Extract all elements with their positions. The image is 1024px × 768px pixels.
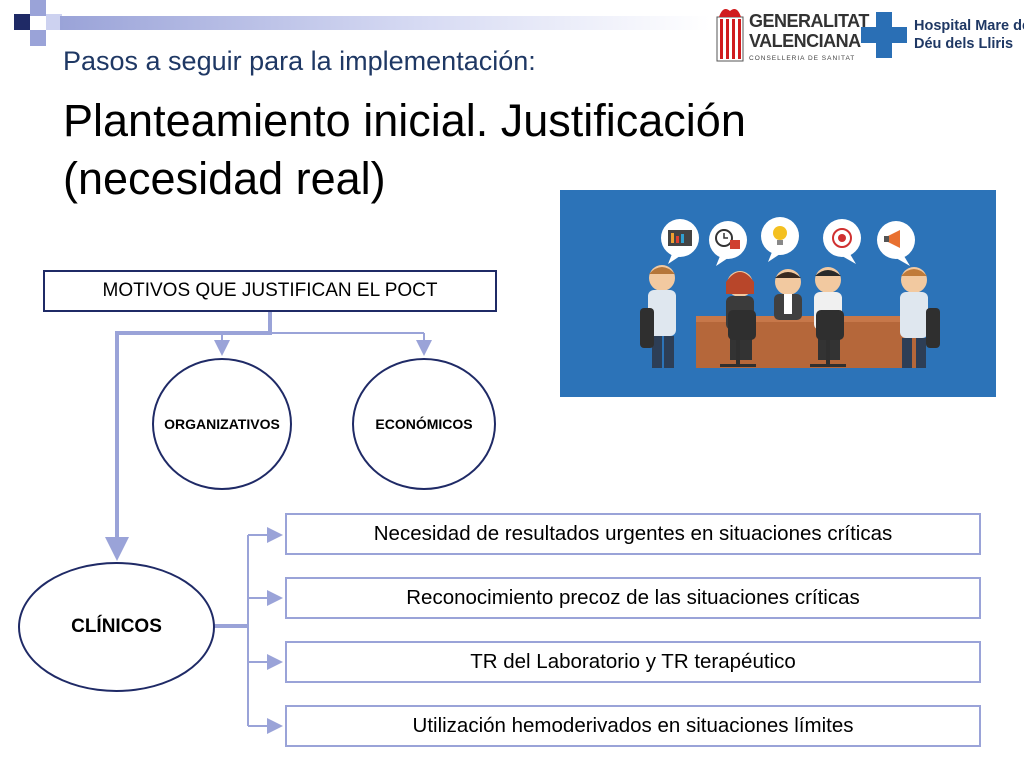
decor-square — [14, 14, 30, 30]
hospital-logo: Hospital Mare de Déu dels Lliris — [861, 10, 1024, 60]
hospital-name: Hospital Mare de Déu dels Lliris — [914, 17, 1024, 53]
generalitat-line1: GENERALITAT — [749, 11, 869, 31]
reason-box: Necesidad de resultados urgentes en situ… — [285, 513, 981, 555]
slide-subtitle: Pasos a seguir para la implementación: — [63, 46, 536, 76]
medical-cross-icon — [861, 12, 907, 58]
hospital-line2: Déu dels Lliris — [914, 36, 1014, 52]
person-figure — [900, 267, 928, 368]
hospital-line1: Hospital Mare de — [914, 18, 1024, 34]
decor-square — [30, 30, 46, 46]
decor-gradient-bar — [60, 16, 710, 30]
lightbulb-bubble-icon — [761, 217, 799, 262]
organizativos-node: ORGANIZATIVOS — [152, 358, 292, 490]
megaphone-bubble-icon — [877, 221, 915, 266]
generalitat-valenciana-logo: GENERALITAT VALENCIANA CONSELLERIA DE SA… — [715, 5, 869, 71]
person-figure — [648, 265, 676, 368]
conselleria-text: CONSELLERIA DE SANITAT — [749, 55, 856, 62]
bat-crest-icon — [716, 9, 744, 62]
decor-square — [30, 0, 46, 16]
economicos-node: ECONÓMICOS — [352, 358, 496, 490]
person-figure — [774, 269, 802, 320]
reason-box: Utilización hemoderivados en situaciones… — [285, 705, 981, 747]
generalitat-wordmark: GENERALITAT VALENCIANA — [749, 11, 869, 51]
target-bubble-icon — [823, 219, 861, 264]
decorative-header-strip — [0, 0, 1024, 48]
clock-calendar-bubble-icon — [709, 221, 747, 266]
chart-bubble-icon — [661, 219, 699, 264]
decor-square — [46, 14, 62, 30]
slide-title: Planteamiento inicial. Justificación (ne… — [63, 95, 746, 204]
clinicos-node: CLÍNICOS — [18, 562, 215, 692]
reason-box: Reconocimiento precoz de las situaciones… — [285, 577, 981, 619]
meeting-illustration — [560, 190, 996, 397]
reason-box: TR del Laboratorio y TR terapéutico — [285, 641, 981, 683]
generalitat-line2: VALENCIANA — [749, 31, 861, 51]
root-motivos-box: MOTIVOS QUE JUSTIFICAN EL POCT — [43, 270, 497, 312]
